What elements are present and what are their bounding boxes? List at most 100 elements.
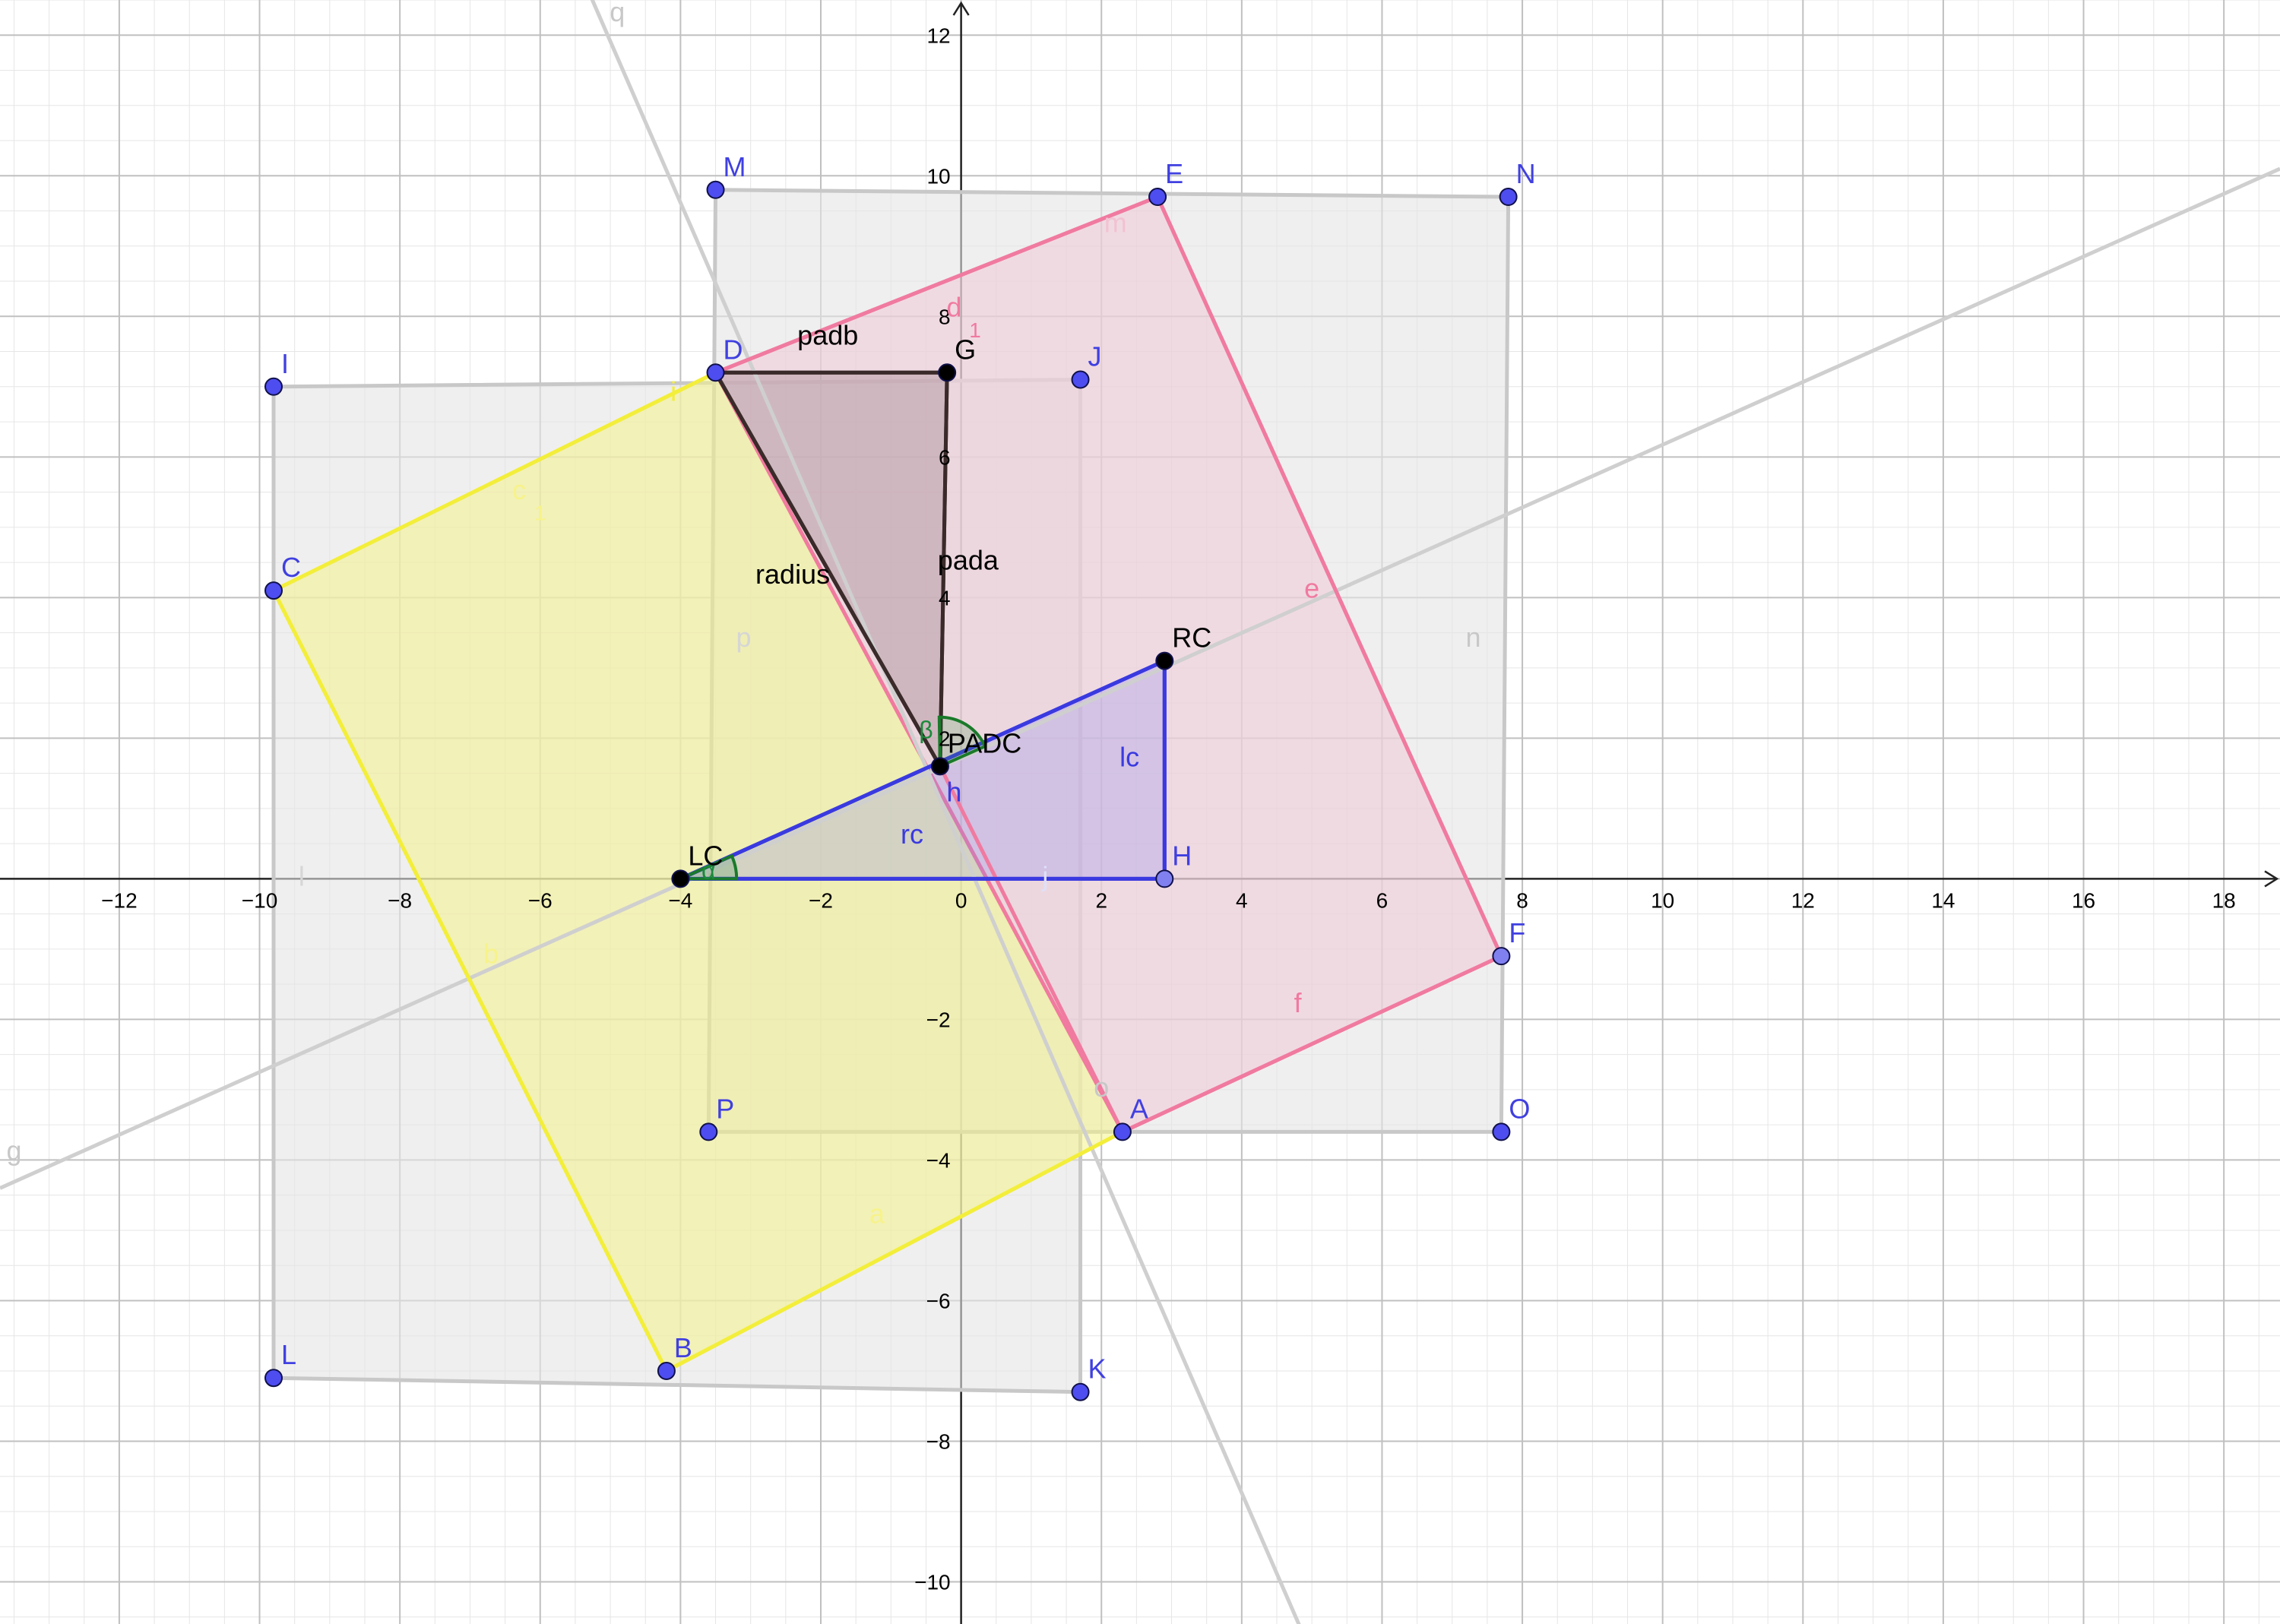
point-g[interactable]: [938, 363, 957, 382]
point-lc[interactable]: [671, 869, 690, 888]
x-tick-label: −4: [668, 888, 692, 912]
line-g[interactable]: [0, 166, 2280, 1190]
segment-a[interactable]: [664, 1129, 1125, 1373]
segment-c-1[interactable]: [271, 370, 718, 593]
y-tick-label: 4: [939, 586, 951, 609]
point-l[interactable]: [264, 1369, 283, 1388]
point-p[interactable]: [699, 1122, 718, 1141]
point-padc[interactable]: [930, 757, 949, 776]
label-rc: rc: [901, 818, 923, 850]
y-tick-label: 10: [926, 164, 950, 188]
segments: [271, 195, 1503, 1373]
point-b[interactable]: [657, 1361, 676, 1380]
point-label-e: E: [1165, 158, 1183, 189]
point-label-a: A: [1130, 1093, 1148, 1124]
segment-f[interactable]: [1120, 954, 1503, 1134]
point-n[interactable]: [1499, 188, 1518, 207]
label-m: m: [1104, 207, 1127, 238]
y-tick-label: 12: [926, 24, 950, 47]
point-j[interactable]: [1071, 370, 1090, 389]
label-lc: lc: [1119, 741, 1139, 772]
x-tick-label: 8: [1516, 888, 1528, 912]
angle-alpha: [679, 853, 739, 881]
angle-beta: [937, 715, 987, 769]
label-i: i: [670, 375, 676, 407]
label-n: n: [1465, 622, 1480, 653]
x-tick-label: 2: [1095, 888, 1107, 912]
x-tick-label: 12: [1791, 888, 1815, 912]
point-o[interactable]: [1492, 1122, 1511, 1141]
label-radius: radius: [755, 559, 830, 590]
label-o: o: [1094, 1072, 1109, 1103]
x-tick-label: 10: [1651, 888, 1674, 912]
point-label-p: P: [716, 1093, 734, 1124]
x-tick-label: −2: [809, 888, 833, 912]
y-tick-label: 6: [939, 445, 951, 469]
label-h: h: [946, 777, 961, 808]
y-tick-label: −6: [926, 1289, 951, 1312]
label-q: q: [610, 0, 625, 27]
point-label-b: B: [674, 1332, 692, 1363]
point-a[interactable]: [1113, 1122, 1132, 1141]
point-i[interactable]: [264, 377, 283, 396]
point-rc[interactable]: [1155, 651, 1174, 670]
segment-e[interactable]: [1155, 195, 1503, 958]
point-m[interactable]: [706, 180, 725, 199]
label-b: b: [483, 938, 499, 969]
label-j: j: [1041, 861, 1048, 892]
point-label-h: H: [1172, 840, 1192, 871]
segment-h[interactable]: [938, 764, 1125, 1134]
y-tick-label: 2: [939, 727, 951, 750]
point-label-c: C: [281, 552, 301, 583]
label-x: α: [701, 856, 716, 884]
y-tick-label: −2: [926, 1008, 951, 1031]
point-d[interactable]: [706, 363, 725, 382]
x-tick-label: −10: [242, 888, 278, 912]
label-g: g: [6, 1135, 21, 1166]
point-label-rc: RC: [1172, 622, 1211, 654]
segment-rc[interactable]: [678, 659, 1167, 881]
point-label-lc: LC: [688, 840, 723, 871]
segment-b[interactable]: [271, 588, 669, 1373]
x-tick-label: 0: [955, 888, 967, 912]
point-k[interactable]: [1071, 1382, 1090, 1401]
label-p: p: [736, 622, 751, 653]
point-e[interactable]: [1148, 188, 1167, 207]
x-tick-label: 14: [1931, 888, 1955, 912]
point-label-k: K: [1088, 1353, 1107, 1385]
x-tick-label: 16: [2072, 888, 2095, 912]
y-axis-arrow-icon: [952, 1, 970, 16]
x-tick-label: −6: [528, 888, 553, 912]
point-f[interactable]: [1492, 947, 1511, 966]
x-tick-label: 6: [1376, 888, 1389, 912]
y-tick-label: −4: [926, 1148, 951, 1172]
segment-pada[interactable]: [938, 370, 949, 768]
point-label-padc: PADC: [948, 727, 1021, 758]
label-padb: padb: [797, 319, 858, 350]
label-x: β: [919, 716, 933, 743]
angle-markers: [679, 715, 987, 881]
segment-radius[interactable]: [714, 370, 942, 768]
point-label-m: M: [724, 151, 746, 182]
point-label-o: O: [1509, 1093, 1530, 1124]
label-c: c: [512, 474, 526, 505]
point-label-i: I: [281, 348, 289, 379]
label-1: 1: [534, 502, 546, 525]
x-axis-arrow-icon: [2264, 870, 2279, 888]
point-label-j: J: [1088, 341, 1102, 372]
y-tick-label: 8: [939, 305, 951, 328]
point-c[interactable]: [264, 581, 283, 600]
line-q[interactable]: [589, 0, 1305, 1624]
y-tick-label: −8: [926, 1429, 951, 1453]
point-h[interactable]: [1155, 869, 1174, 888]
point-label-g: G: [955, 334, 976, 365]
label-e: e: [1304, 572, 1319, 603]
label-pada: pada: [938, 544, 999, 575]
x-tick-label: 18: [2212, 888, 2236, 912]
segment-d-1[interactable]: [714, 195, 1160, 375]
